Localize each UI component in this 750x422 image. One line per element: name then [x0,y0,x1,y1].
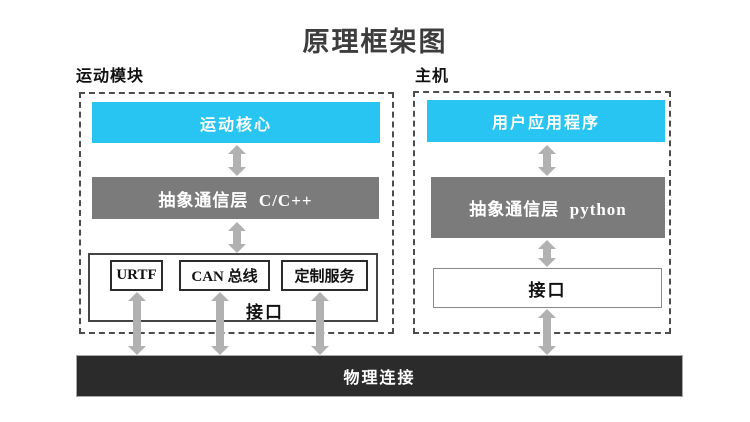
arrow-comm-to-iface [538,240,556,267]
diagram-title: 原理框架图 [302,27,448,57]
motion-interface-label: 接口 [246,303,284,322]
interface-custom-service-box: 定制服务 [281,260,368,291]
arrow-comm-to-interface [228,222,246,253]
arrow-shaft [316,299,324,348]
arrow-shaft [233,229,241,246]
interface-can-bus-box: CAN 总线 [179,260,270,291]
arrow-custom-to-bar [311,292,329,355]
arrow-shaft [133,299,141,348]
arrow-urtf-to-bar [128,292,146,355]
arrow-shaft [233,152,241,169]
host-comm-layer-box: 抽象通信层 python [431,177,665,238]
arrow-iface-to-bar [538,309,556,355]
arrow-can-to-bar [211,292,229,355]
motion-comm-layer-box: 抽象通信层 C/C++ [92,177,379,219]
motion-core-box: 运动核心 [92,102,380,143]
arrow-app-to-comm [538,145,556,176]
user-app-box: 用户应用程序 [427,100,665,142]
arrow-shaft [543,247,551,260]
host-label: 主机 [415,68,450,85]
arrow-shaft [216,299,224,348]
arrow-shaft [543,152,551,169]
host-container [413,91,671,334]
interface-urtf-box: URTF [110,260,163,291]
arrow-shaft [543,316,551,348]
physical-connection-bar: 物理连接 [76,355,683,397]
motion-module-label: 运动模块 [76,68,145,85]
host-interface-box: 接口 [433,268,662,308]
arrow-core-to-comm [228,145,246,176]
motion-module-container [79,92,394,334]
